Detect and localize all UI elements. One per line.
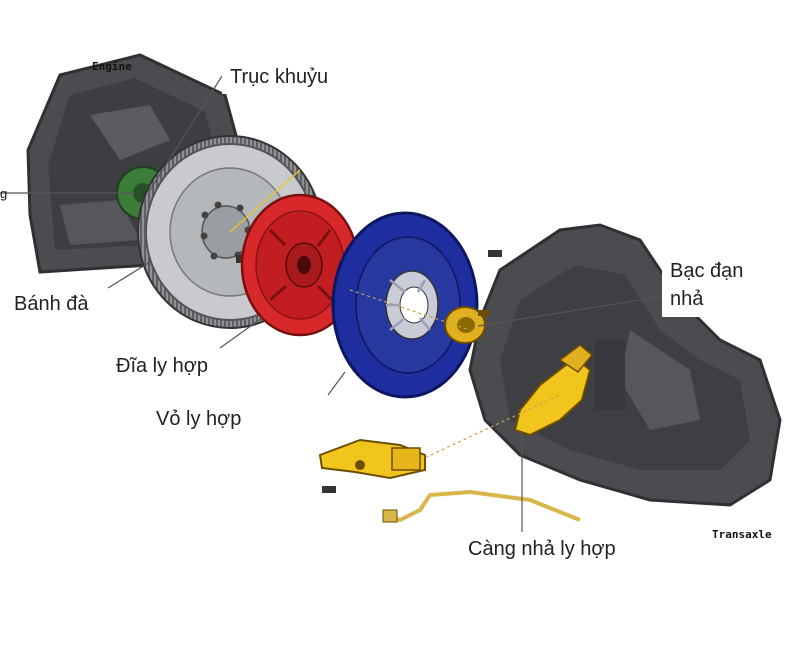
- pressure-plate-part: [331, 211, 502, 399]
- label-crankshaft: Trục khuỷu: [222, 60, 337, 94]
- pressure-plate-bolt: [488, 250, 502, 257]
- label-release-bearing-line1: Bạc đạn: [670, 260, 744, 282]
- label-release-bearing-line2: nhả: [670, 288, 704, 310]
- slave-cylinder-part: [318, 438, 581, 523]
- label-clutch-disc: Đĩa ly hợp: [108, 349, 217, 383]
- tag-transaxle: Transaxle: [712, 528, 772, 541]
- release-fork-part: [513, 344, 594, 437]
- leader-lines: [0, 75, 666, 532]
- clutch-disc-part: [240, 193, 360, 337]
- label-flywheel: Bánh đà: [6, 287, 97, 321]
- tag-cut-off: g: [0, 186, 8, 201]
- label-release-bearing: Bạc đạn nhả: [662, 253, 752, 317]
- tag-engine: Engine: [92, 60, 132, 73]
- label-pressure-plate: Vỏ ly hợp: [148, 402, 250, 436]
- label-release-fork: Càng nhả ly hợp: [460, 532, 624, 566]
